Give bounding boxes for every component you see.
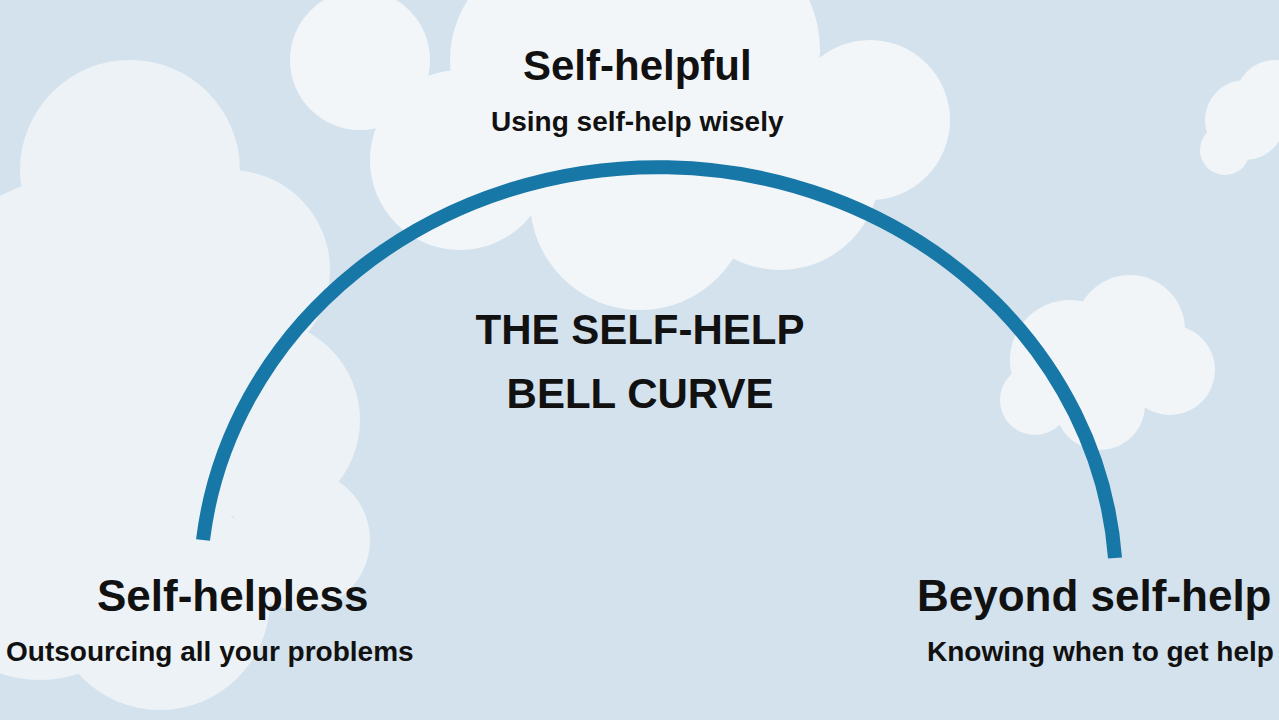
- left-note: Outsourcing all your problems: [6, 636, 414, 668]
- cloud-top-right: [1200, 60, 1279, 175]
- right-note: Knowing when to get help: [927, 636, 1274, 668]
- left-heading: Self-helpless: [97, 571, 368, 621]
- peak-note: Using self-help wisely: [491, 106, 784, 138]
- cloud-left: [0, 60, 370, 710]
- right-heading: Beyond self-help: [917, 571, 1272, 621]
- bell-curve: [203, 167, 1115, 558]
- diagram-title: THE SELF-HELP BELL CURVE: [420, 298, 860, 426]
- peak-heading: Self-helpful: [523, 42, 752, 90]
- cloud-center: [290, 0, 950, 310]
- cloud-right: [1000, 275, 1215, 450]
